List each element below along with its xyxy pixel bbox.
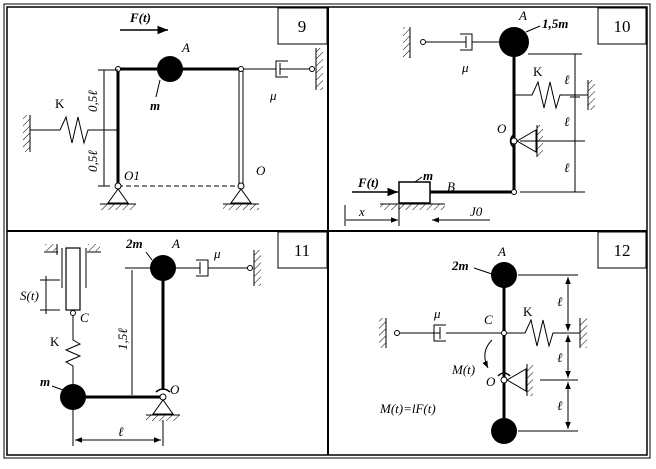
panel-12-point-c: C <box>484 312 493 327</box>
panel-9-half-upper: 0,5ℓ <box>85 90 100 112</box>
panel-11-pivot-o: O <box>170 382 180 397</box>
panel-12-mass-bottom <box>491 418 517 444</box>
panel-11-pivot <box>159 393 167 401</box>
panel-11-point-c: C <box>80 310 89 325</box>
panel-12-left-wall <box>379 318 386 348</box>
panel-10-len-3: ℓ <box>564 160 570 175</box>
panel-12: 12 A 2m C μ K M(t) O <box>379 231 647 444</box>
panel-12-moment-label: M(t) <box>451 362 475 377</box>
panel-12-spring-label: K <box>523 304 533 319</box>
panel-11-mass-bottom <box>60 384 86 410</box>
panel-12-spring <box>507 318 580 348</box>
panel-9-force-label: F(t) <box>129 10 151 25</box>
panel-9-half-lower: 0,5ℓ <box>85 150 100 172</box>
panel-10-force-label: F(t) <box>357 175 379 190</box>
panel-9-pivot-o1: O1 <box>124 168 140 183</box>
panel-12-moment-arrow <box>482 339 493 369</box>
panel-12-pivot-o: O <box>486 374 496 389</box>
panel-10-len-1: ℓ <box>564 72 570 87</box>
panel-10-spring <box>514 80 588 110</box>
panel-10-mass-top <box>499 27 529 57</box>
panel-10-left-wall <box>403 27 410 58</box>
panel-9-pivot-o: O <box>256 163 266 178</box>
panel-12-mass-top-label: 2m <box>451 258 469 273</box>
panel-12-moment-equation: M(t)=lF(t) <box>379 401 436 416</box>
panel-9-right-wall <box>316 48 323 90</box>
panel-12-number: 12 <box>614 241 631 260</box>
panel-12-mass-top <box>491 262 517 288</box>
panel-9-point-a: A <box>181 40 190 55</box>
panel-9-damper <box>275 60 288 78</box>
panel-10-coord-x: x <box>358 204 365 219</box>
panel-12-len-2: ℓ <box>557 350 563 365</box>
panel-11-mass-top-label: 2m <box>125 236 143 251</box>
panel-9-number: 9 <box>298 17 307 36</box>
panel-11-spring <box>64 316 82 386</box>
panel-12-point-a: A <box>497 244 506 259</box>
panel-11-slider <box>65 247 81 311</box>
panel-11-number: 11 <box>294 241 310 260</box>
panel-11-damper-label: μ <box>213 246 221 261</box>
panel-10-point-b: B <box>447 179 455 194</box>
panel-11: 11 C S(t) K m 2m A <box>20 231 328 446</box>
panel-11-len-horizontal: ℓ <box>118 424 124 439</box>
panel-9-number-box: 9 <box>277 7 328 45</box>
panel-11-spring-label: K <box>50 334 60 349</box>
panel-10-mass-label: m <box>423 168 433 183</box>
panel-10-inertia: J0 <box>470 204 483 219</box>
panel-12-len-3: ℓ <box>557 398 563 413</box>
panel-10-right-wall <box>588 80 595 110</box>
panel-11-point-a: A <box>171 236 180 251</box>
panel-12-damper <box>433 324 446 342</box>
panel-9-support-o1 <box>107 188 129 204</box>
panel-11-mass-top <box>150 255 176 281</box>
panel-9-mass-label: m <box>150 98 160 113</box>
panel-9-damper-label: μ <box>269 88 277 103</box>
panel-11-number-box: 11 <box>277 231 328 269</box>
panel-9-mass <box>157 56 183 82</box>
panel-10-point-a: A <box>518 8 527 23</box>
panel-10-ground <box>380 204 445 210</box>
panel-12-number-box: 12 <box>597 231 647 269</box>
panel-9-spring <box>30 115 118 145</box>
panel-9-support-o <box>230 188 252 204</box>
panel-10-len-2: ℓ <box>564 114 570 129</box>
panel-11-shift: S(t) <box>20 288 39 303</box>
panel-10-spring-label: K <box>533 64 543 79</box>
panel-9: 9 m A F(t) μ K <box>23 7 328 210</box>
panel-10-number-box: 10 <box>597 7 647 45</box>
panel-frame <box>3 3 651 459</box>
panel-10-number: 10 <box>614 17 631 36</box>
panel-11-len-vertical: 1,5ℓ <box>115 328 130 350</box>
panel-9-spring-label: K <box>55 96 65 111</box>
panel-9-left-wall <box>23 115 30 152</box>
panel-10: 10 A 1,5m μ K O m B <box>344 7 647 226</box>
panel-10-mass-top-label: 1,5m <box>542 16 568 31</box>
panel-11-right-wall <box>254 250 261 286</box>
panel-10-pivot-o: O <box>497 121 507 136</box>
panel-11-mass-label: m <box>40 374 50 389</box>
panel-12-len-1: ℓ <box>557 294 563 309</box>
panel-12-right-wall <box>580 318 587 348</box>
panel-12-damper-label: μ <box>433 306 441 321</box>
panel-10-block-mass <box>398 181 431 204</box>
panel-10-damper-label: μ <box>461 60 469 75</box>
